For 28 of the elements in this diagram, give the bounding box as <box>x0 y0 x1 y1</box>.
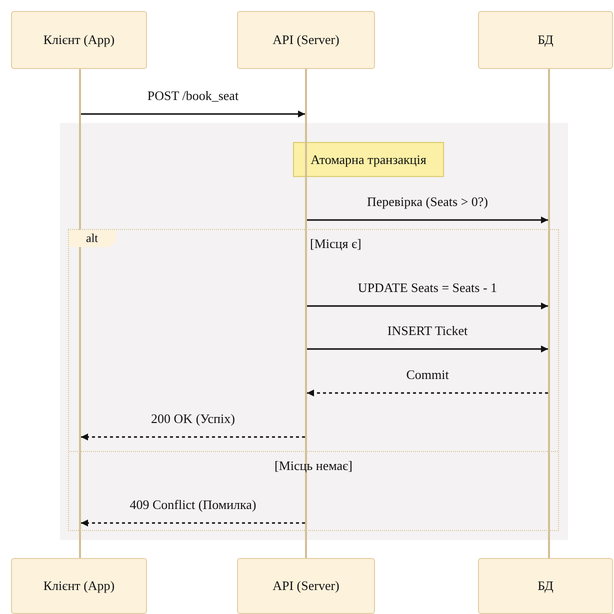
guard-condition: [Місць немає] <box>274 458 354 474</box>
participant-box: БД <box>478 11 613 69</box>
message-arrow <box>307 302 548 310</box>
frame-tab: alt <box>69 230 116 247</box>
participant-box: Клієнт (App) <box>11 11 147 69</box>
participant-box: API (Server) <box>237 558 375 614</box>
message-label: Перевірка (Seats > 0?) <box>366 194 488 210</box>
message-label: Commit <box>406 367 449 383</box>
message-label: 200 OK (Успіх) <box>151 411 235 427</box>
lifeline <box>79 69 81 558</box>
message-arrow <box>81 520 305 526</box>
note-box: Атомарна транзакція <box>293 142 444 177</box>
participant-box: БД <box>478 558 613 614</box>
guard-condition: [Місця є] <box>310 236 362 252</box>
lifeline <box>305 69 307 558</box>
message-arrow <box>81 110 305 118</box>
message-arrow <box>307 390 548 396</box>
transaction-region <box>60 123 568 540</box>
message-arrow <box>307 346 548 352</box>
message-arrow <box>307 216 548 224</box>
message-label: INSERT Ticket <box>387 323 468 339</box>
participant-box: Клієнт (App) <box>11 558 147 614</box>
message-label: 409 Conflict (Помилка) <box>130 497 256 513</box>
lifeline <box>548 69 550 558</box>
message-arrow <box>81 434 305 440</box>
participant-box: API (Server) <box>237 11 375 69</box>
message-label: UPDATE Seats = Seats - 1 <box>358 280 498 296</box>
message-label: POST /book_seat <box>147 88 239 104</box>
